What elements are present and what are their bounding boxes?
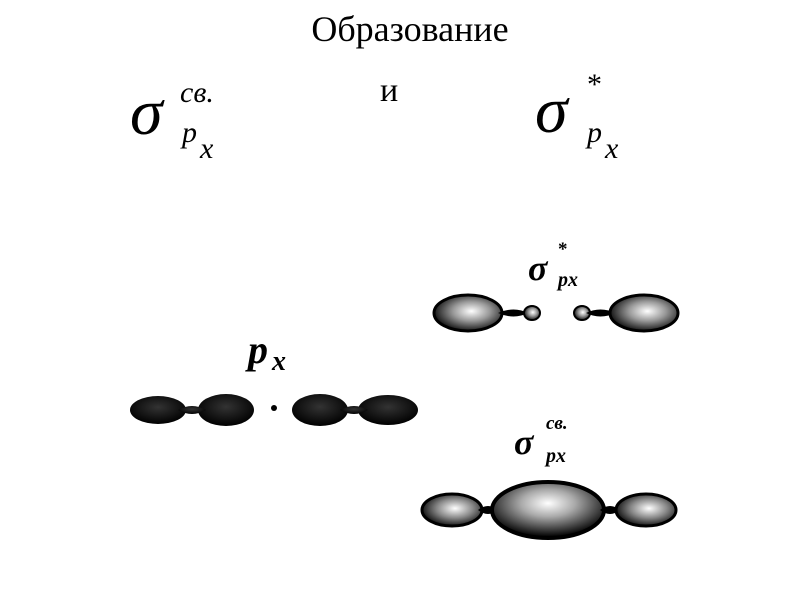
antibonding-label-sigma: σ: [528, 250, 547, 286]
header-bonding-superscript: св.: [180, 78, 214, 108]
atomic-p-orbitals-diagram: [128, 380, 428, 440]
conjunction-label: и: [380, 72, 398, 110]
header-antibonding-superscript: *: [587, 70, 602, 100]
bonding-lobe-left: [422, 494, 482, 526]
header-antibonding-term: σ * p x: [535, 70, 655, 165]
atomic-p-orbital-left: [130, 394, 254, 426]
header-antibonding-subscript-main: p: [587, 118, 602, 148]
nucleus-dot: [271, 405, 277, 411]
atomic-label-index: x: [272, 348, 286, 376]
bonding-label-superscript: св.: [546, 414, 568, 433]
antibonding-lobe-left: [434, 295, 540, 331]
header-bonding-sigma: σ: [130, 80, 163, 146]
bonding-orbital-label: σ св. px: [514, 414, 604, 474]
bonding-label-sigma: σ: [514, 424, 533, 460]
header-bonding-subscript-main: p: [182, 118, 197, 148]
bonding-lobe-center: [492, 482, 604, 538]
bonding-lobe-right: [616, 494, 676, 526]
header-bonding-subscript-index: x: [200, 134, 213, 164]
antibonding-lobe-right: [574, 295, 678, 331]
page-title: Образование: [0, 8, 800, 50]
atomic-label-main: p: [248, 330, 268, 370]
header-antibonding-subscript-index: x: [605, 134, 618, 164]
atomic-p-orbital-right: [292, 394, 418, 426]
bonding-orbital-diagram: [420, 480, 680, 540]
antibonding-orbital-diagram: [432, 288, 682, 338]
header-bonding-term: σ св. p x: [130, 78, 250, 168]
antibonding-label-superscript: *: [558, 240, 568, 259]
bonding-label-subscript: px: [546, 446, 566, 466]
header-antibonding-sigma: σ: [535, 78, 568, 144]
atomic-orbital-label: p x: [248, 330, 308, 380]
antibonding-label-subscript: px: [558, 270, 578, 290]
